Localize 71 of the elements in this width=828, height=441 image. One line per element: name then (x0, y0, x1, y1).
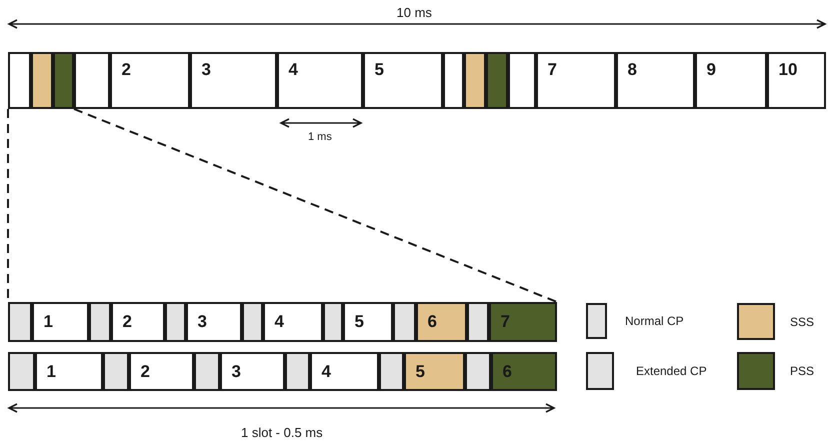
cyclic-prefix-box (466, 302, 488, 342)
subframe-number: 4 (288, 60, 298, 80)
subframe-number: 10 (778, 60, 798, 80)
symbol-number: 5 (354, 312, 364, 332)
subframe-number: 5 (374, 60, 384, 80)
symbol-number: 3 (198, 312, 207, 332)
ofdm-symbol-box (110, 302, 164, 342)
cyclic-prefix-box (392, 302, 416, 342)
dimension-label: 1 slot - 0.5 ms (241, 425, 323, 440)
subframe-box (536, 52, 616, 108)
subframe-box (616, 52, 694, 108)
ofdm-symbol-box (262, 302, 322, 342)
sss-symbol-box (464, 52, 486, 108)
ofdm-symbol-box (220, 352, 284, 390)
cyclic-prefix-box (102, 352, 128, 390)
pss-symbol-box (488, 302, 556, 342)
slot-row-bar (8, 352, 557, 391)
cyclic-prefix-box (284, 352, 310, 390)
subframe-number: 2 (122, 60, 131, 80)
subframe-box (508, 52, 536, 108)
subframe-number: 7 (548, 60, 557, 80)
ofdm-symbol-box (32, 302, 88, 342)
ofdm-symbol-box (34, 352, 102, 390)
pss-symbol-box (490, 352, 556, 390)
symbol-number: 7 (500, 312, 510, 332)
cyclic-prefix-box (322, 302, 342, 342)
legend-label: PSS (790, 364, 814, 378)
cyclic-prefix-box (164, 302, 186, 342)
subframe-box (74, 52, 110, 108)
dimension-label: 10 ms (396, 5, 432, 20)
cyclic-prefix-box (194, 352, 220, 390)
cyclic-prefix-box (378, 352, 404, 390)
symbol-number: 2 (122, 312, 132, 332)
subframe-number: 3 (202, 60, 211, 80)
symbol-number: 4 (322, 362, 331, 382)
symbol-number: 1 (44, 312, 53, 332)
subframe-number: 8 (628, 60, 637, 80)
subframe-box (110, 52, 190, 108)
subframe-box (442, 52, 464, 108)
cyclic-prefix-box (242, 302, 262, 342)
sss-symbol-box (416, 302, 466, 342)
subframe-box (276, 52, 362, 108)
slot-row-bar (8, 302, 557, 342)
cyclic-prefix-box (464, 352, 490, 390)
pss-symbol-box (52, 52, 74, 108)
cyclic-prefix-box (8, 352, 34, 390)
subframe-box (362, 52, 442, 108)
pss-symbol-box (486, 52, 508, 108)
subframe-number: 9 (706, 60, 716, 80)
subframe-box (190, 52, 276, 108)
legend-label: SSS (790, 315, 814, 329)
symbol-number: 6 (502, 362, 512, 382)
cyclic-prefix-box (8, 302, 32, 342)
symbol-number: 4 (274, 312, 284, 332)
symbol-number: 3 (232, 362, 241, 382)
zoom-line (74, 108, 558, 303)
symbol-number: 5 (416, 362, 425, 382)
symbol-number: 2 (140, 362, 150, 382)
cyclic-prefix-box (88, 302, 110, 342)
sss-symbol-box (30, 52, 52, 108)
sss-symbol-box (404, 352, 464, 390)
subframe-box (694, 52, 766, 108)
legend-label: Normal CP (625, 314, 684, 328)
ofdm-symbol-box (310, 352, 378, 390)
ofdm-symbol-box (186, 302, 242, 342)
symbol-number: 6 (428, 312, 437, 332)
dimension-label: 1 ms (308, 131, 332, 143)
ofdm-symbol-box (342, 302, 392, 342)
ofdm-symbol-box (128, 352, 194, 390)
legend-label: Extended CP (636, 364, 707, 378)
symbol-number: 1 (46, 362, 56, 382)
